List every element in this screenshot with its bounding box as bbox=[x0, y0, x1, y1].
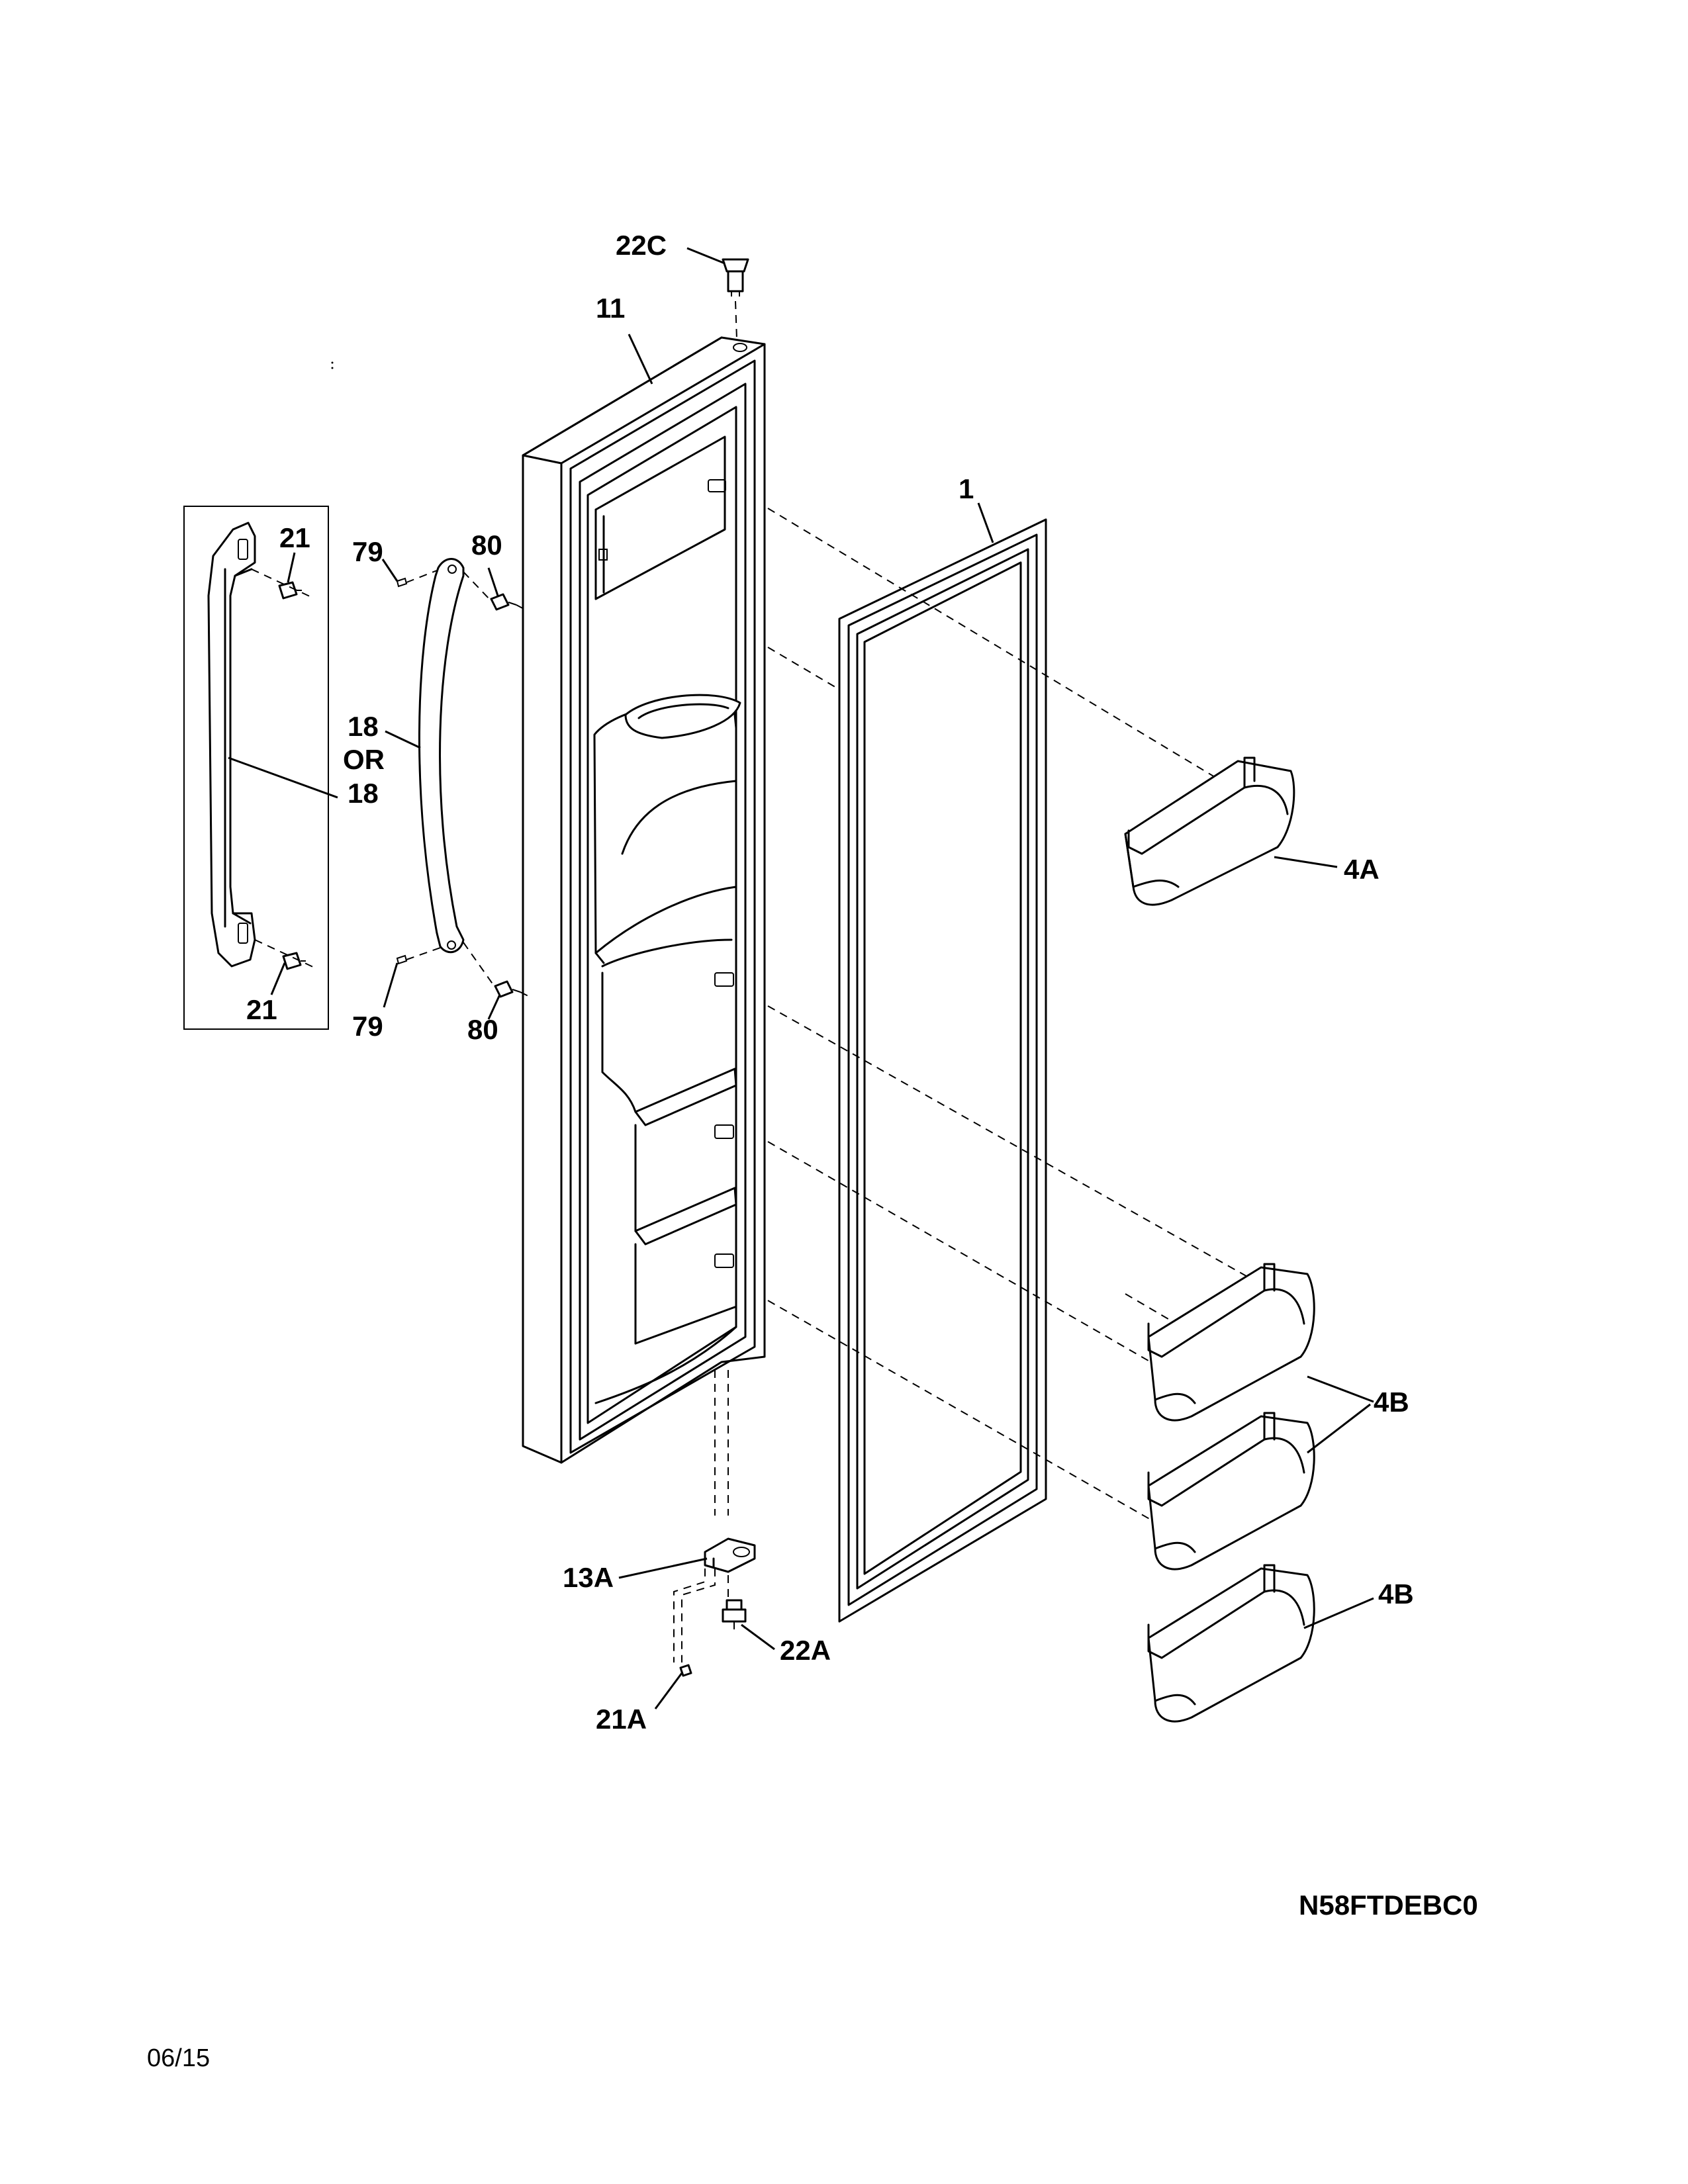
part-21-screw-bottom bbox=[282, 952, 306, 970]
registration-dots bbox=[331, 361, 334, 369]
part-22a-hinge-pin bbox=[722, 1599, 747, 1629]
part-21-screw-top bbox=[278, 581, 302, 600]
part-4b-door-bin-middle bbox=[1147, 1412, 1315, 1570]
callout-or: OR bbox=[343, 744, 385, 775]
callout-1: 1 bbox=[959, 473, 974, 504]
date-code: 06/15 bbox=[147, 2044, 210, 2072]
part-13a-bottom-hinge bbox=[704, 1537, 756, 1573]
callout-labels: 22C 11 1 21 79 80 18 OR 18 4A 21 79 80 4… bbox=[246, 230, 1414, 1735]
callout-4b-single: 4B bbox=[1378, 1578, 1414, 1610]
leader-lines bbox=[228, 247, 1374, 1709]
callout-4b-pair: 4B bbox=[1374, 1387, 1409, 1418]
part-21a-screw bbox=[679, 1664, 692, 1677]
callout-79-top: 79 bbox=[352, 536, 383, 567]
callout-22c: 22C bbox=[616, 230, 667, 261]
callout-21-bottom: 21 bbox=[246, 994, 277, 1025]
part-1-door-gasket bbox=[838, 518, 1047, 1623]
callout-21-top: 21 bbox=[279, 522, 310, 553]
part-79-screw-bottom bbox=[396, 954, 408, 965]
part-4b-door-bin-upper bbox=[1147, 1263, 1315, 1422]
model-number: N58FTDEBC0 bbox=[1299, 1889, 1478, 1921]
callout-4a: 4A bbox=[1344, 854, 1380, 885]
part-80-stud-bottom bbox=[494, 980, 521, 998]
callout-11: 11 bbox=[596, 293, 625, 324]
callout-80-bottom: 80 bbox=[467, 1014, 498, 1045]
part-22c-hinge-bushing bbox=[722, 258, 749, 296]
part-11-door bbox=[522, 336, 766, 1516]
part-80-stud-top bbox=[490, 593, 517, 611]
callout-13a: 13A bbox=[563, 1562, 614, 1593]
part-4b-door-bin-lower bbox=[1147, 1564, 1315, 1723]
callout-21a: 21A bbox=[596, 1704, 647, 1735]
alternate-handle-box bbox=[183, 506, 329, 1030]
part-79-screw-top bbox=[396, 577, 408, 588]
callout-18-alt: 18 bbox=[348, 778, 379, 809]
callout-79-bottom: 79 bbox=[352, 1011, 383, 1042]
callout-80-top: 80 bbox=[471, 529, 502, 561]
part-18-door-handle bbox=[418, 558, 465, 954]
callout-22a: 22A bbox=[780, 1635, 831, 1666]
part-4a-door-bin bbox=[1124, 756, 1295, 906]
callout-18: 18 bbox=[348, 711, 379, 742]
